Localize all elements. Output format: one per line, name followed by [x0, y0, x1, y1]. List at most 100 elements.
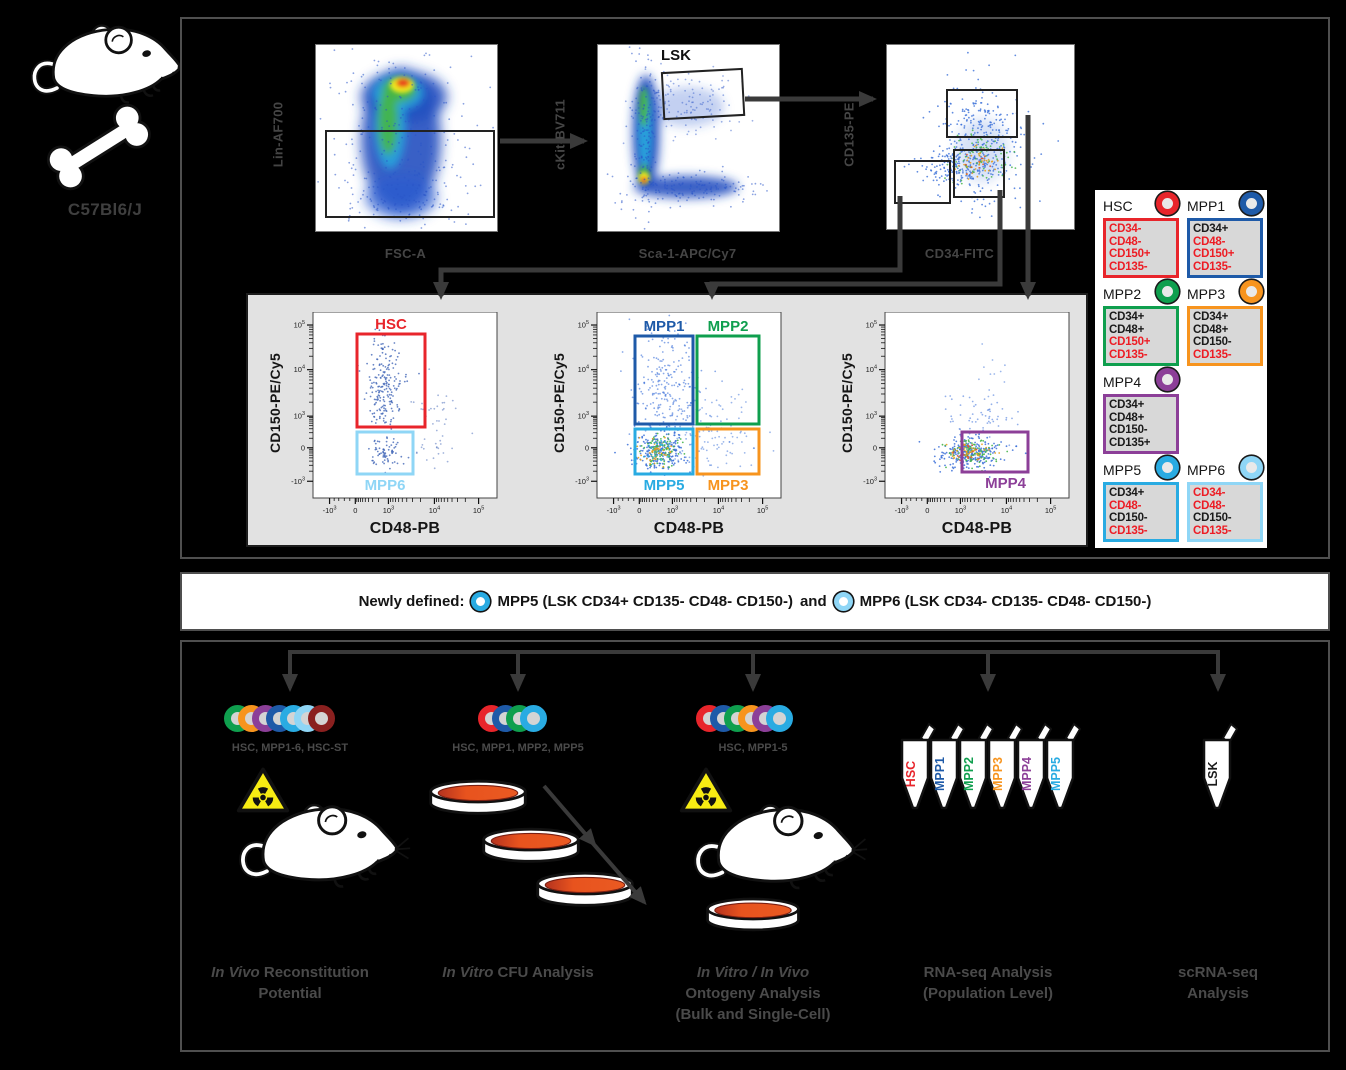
hsc_st-ring-icon	[308, 705, 335, 732]
tube-mpp5: MPP5	[1041, 718, 1081, 816]
svg-text:104: 104	[294, 365, 305, 375]
mpp5-ring-icon	[765, 705, 793, 732]
mpp4-gate-label: MPP4	[985, 475, 1027, 492]
title-line: Potential	[160, 983, 420, 1004]
population-rings-3	[695, 705, 793, 732]
ontogeny-dish	[703, 896, 803, 942]
title-line: In Vitro / In Vivo	[623, 962, 883, 983]
axis-label-cd150-3: CD150-PE/Cy5	[839, 352, 855, 454]
cfu-dish-2	[479, 826, 583, 874]
legend-name: MPP1	[1187, 198, 1226, 214]
title-segment: (Population Level)	[922, 985, 1053, 1002]
lin-neg-gate	[325, 130, 495, 218]
mouse-icon	[239, 803, 411, 888]
title-segment: scRNA-seq	[1177, 964, 1259, 981]
mpp3-ring-icon	[1240, 280, 1263, 303]
population-rings-1	[224, 705, 335, 732]
axis-label-ckit: cKit-BV711	[552, 99, 568, 170]
newly-defined-banner: Newly defined: MPP5 (LSK CD34+ CD135- CD…	[180, 572, 1330, 631]
density-dots	[903, 51, 1060, 219]
title-segment: In Vitro	[442, 964, 494, 981]
marker-line: CD34-	[1109, 223, 1142, 235]
marker-line: CD34+	[1109, 487, 1145, 499]
irradiation-1	[235, 764, 291, 816]
tube-label: LSK	[1206, 762, 1220, 787]
title-segment: In Vitro / In Vivo	[696, 964, 810, 981]
petri-dish-icon	[536, 871, 634, 907]
legend-marker-box: CD34-CD48-CD150-CD135-	[1187, 482, 1263, 542]
marker-line: CD135-	[1109, 524, 1148, 537]
mpp5-ring-icon	[471, 592, 491, 611]
mpp5-ring-icon	[519, 705, 547, 732]
mpp4-gate	[960, 430, 1030, 474]
marker-line: CD135-	[1109, 348, 1148, 361]
svg-text:0: 0	[637, 506, 641, 515]
hsc-ring-icon	[1156, 192, 1179, 215]
svg-text:104: 104	[578, 365, 589, 375]
banner-prefix: Newly defined:	[358, 593, 465, 610]
marker-line: CD150+	[1109, 248, 1151, 260]
legend-name: MPP4	[1103, 374, 1142, 390]
svg-text:103: 103	[955, 506, 966, 516]
svg-text:0: 0	[353, 506, 357, 515]
svg-text:103: 103	[578, 411, 589, 421]
axis-label-fsca: FSC-A	[384, 246, 427, 261]
marker-line: CD48-	[1109, 235, 1142, 248]
bone-icon	[46, 103, 151, 191]
marker-line: CD48-	[1109, 499, 1142, 512]
cd135-pos-gate	[946, 89, 1018, 138]
marker-line: CD150-	[1193, 336, 1232, 348]
banner-mpp6-def: MPP6 (LSK CD34- CD135- CD48- CD150-)	[859, 593, 1152, 610]
marker-line: CD48+	[1193, 323, 1229, 336]
marker-line: CD135-	[1193, 524, 1232, 537]
tube-label: MPP2	[962, 757, 976, 791]
svg-text:-103: -103	[291, 476, 305, 486]
marker-line: CD135-	[1193, 348, 1232, 361]
title-segment: Ontogeny Analysis	[685, 985, 821, 1002]
mpp6-gate-label: MPP6	[365, 477, 406, 494]
svg-text:0: 0	[873, 443, 877, 452]
mpp2-gate	[695, 334, 761, 426]
radiation-icon	[236, 767, 290, 813]
banner-and: and	[799, 593, 827, 610]
lsk-gate-label: LSK	[661, 47, 691, 64]
marker-line: CD135-	[1109, 260, 1148, 273]
marker-line: CD34+	[1109, 399, 1145, 411]
title-line: Analysis	[1088, 983, 1346, 1004]
marker-line: CD150-	[1193, 512, 1232, 524]
tube-label: HSC	[904, 761, 918, 787]
mpp2-gate-label: MPP2	[708, 318, 749, 335]
density-dots	[317, 48, 494, 229]
cfu-dish-3	[533, 870, 637, 918]
svg-text:0: 0	[301, 443, 305, 452]
svg-text:104: 104	[1001, 506, 1012, 516]
hsc-gate-label: HSC	[375, 316, 407, 333]
marker-line: CD48+	[1109, 323, 1145, 336]
density-dots	[606, 46, 768, 230]
svg-text:-103: -103	[607, 506, 621, 516]
marker-line: CD34+	[1109, 311, 1145, 323]
mpp2-ring-icon	[1156, 280, 1179, 303]
title-segment: Potential	[258, 985, 322, 1002]
radiation-icon	[679, 767, 733, 813]
tube-mpp2: MPP2	[954, 718, 994, 816]
marker-line: CD135-	[1193, 260, 1232, 273]
hsc-gate	[355, 332, 427, 429]
axis-label-cd48-2: CD48-PB	[653, 520, 725, 537]
marker-line: CD150-	[1109, 512, 1148, 524]
legend-name: MPP6	[1187, 462, 1226, 478]
tube-label: MPP1	[933, 757, 947, 791]
title-segment: RNA-seq Analysis	[923, 964, 1053, 981]
legend-marker-box: CD34-CD48-CD150+CD135-	[1103, 218, 1179, 278]
lsk-gate	[660, 67, 746, 121]
banner-mpp5-def: MPP5 (LSK CD34+ CD135- CD48- CD150-)	[497, 593, 793, 610]
marker-line: CD48-	[1193, 235, 1226, 248]
svg-text:-103: -103	[323, 506, 337, 516]
svg-text:105: 105	[473, 506, 484, 516]
marker-line: CD34+	[1193, 311, 1229, 323]
